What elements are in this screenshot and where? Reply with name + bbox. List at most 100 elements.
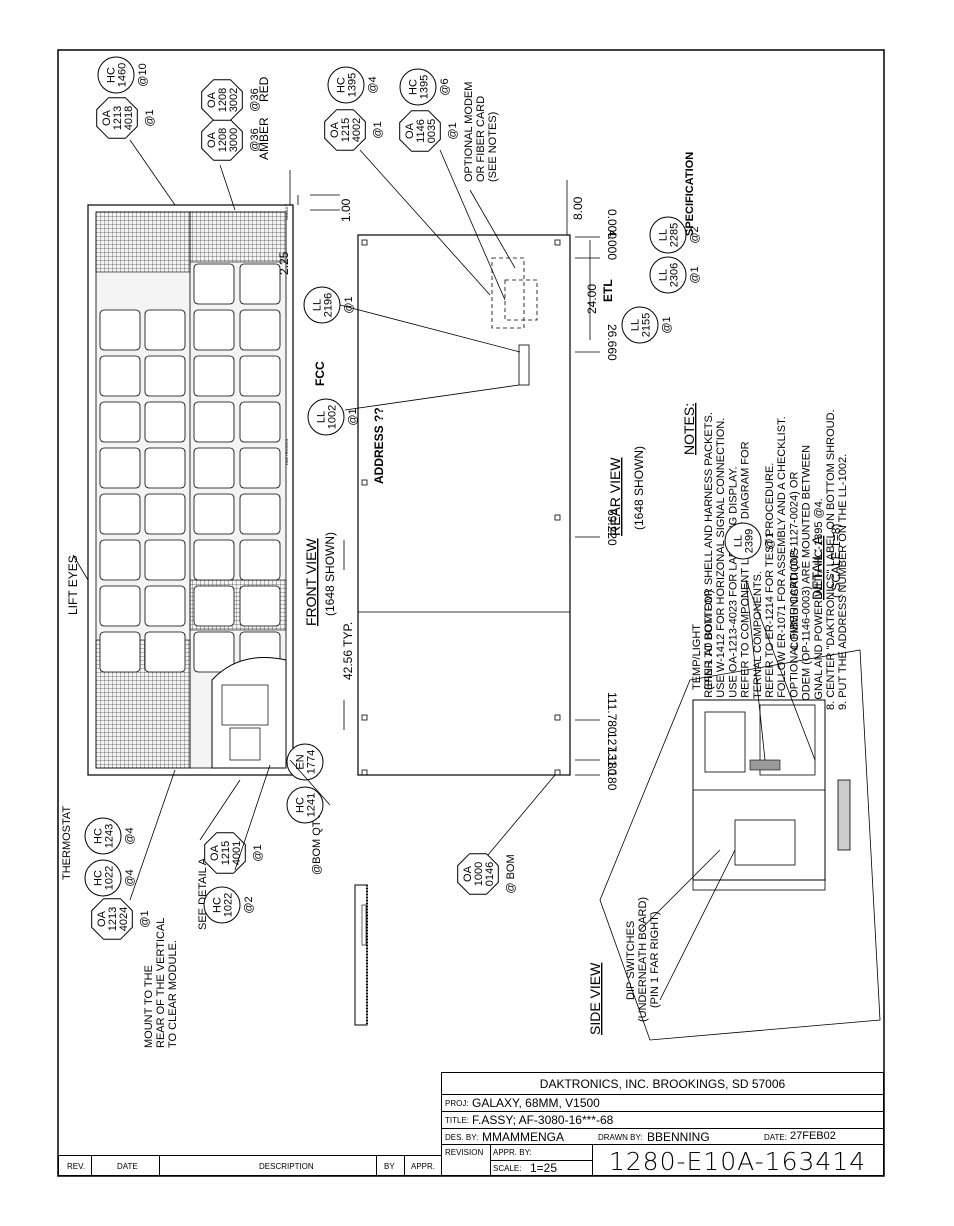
- led-module: [239, 585, 281, 627]
- see-detail-a-label: SEE DETAIL A: [197, 857, 209, 930]
- optional-modem-note: OPTIONAL MODEM OR FIBER CARD (SEE NOTES): [463, 82, 499, 182]
- leader-line: [219, 164, 236, 211]
- leader-line: [745, 579, 816, 761]
- led-module: [193, 493, 235, 535]
- rear-dim-tick-label: 4.000: [605, 230, 619, 260]
- front-view-title: FRONT VIEW: [303, 538, 319, 626]
- balloon-text: HC: [295, 797, 307, 813]
- revision-cell: REVISION: [442, 1145, 491, 1175]
- temp-light-label: TEMP/LIGHT: [691, 624, 703, 690]
- svg-text:(SEE NOTES): (SEE NOTES): [487, 112, 499, 182]
- dip-switches-label: DIP SWITCHES: [625, 921, 637, 1000]
- etl-label: ETL: [601, 279, 615, 302]
- led-module: [99, 447, 141, 489]
- led-module: [99, 401, 141, 443]
- scale-value: 1=25: [530, 1161, 558, 1175]
- svg-text:MOUNT TO THE: MOUNT TO THE: [143, 965, 155, 1048]
- balloon-qty: @4: [367, 76, 379, 93]
- leader-line: [745, 579, 766, 761]
- daktronics-tag: DAKTRONICS: [284, 438, 289, 465]
- balloon-qty: @2: [243, 896, 255, 913]
- appr-label: APPR. BY:: [493, 1148, 532, 1157]
- leader-line: [659, 849, 736, 1001]
- balloon-text: OA: [462, 865, 474, 882]
- balloon-text: HC: [106, 67, 118, 83]
- balloon-text: 0146: [484, 862, 496, 886]
- title-block: DAKTRONICS, INC. BROOKINGS, SD 57006 PRO…: [441, 1072, 884, 1176]
- fcc-label: FCC: [313, 361, 327, 386]
- note-line: 2. USE W-1412 FOR HORIZONAL SIGNAL CONNE…: [715, 418, 727, 710]
- balloon-text: 1215: [220, 841, 232, 865]
- dim-800: 8.00: [571, 196, 585, 220]
- balloon-text: 2399: [744, 529, 756, 553]
- note-line: 4. REFER TO COMPONENT LAYOUT DIAGRAM FOR: [740, 441, 752, 710]
- rev-appr-header: APPR.: [411, 1162, 436, 1171]
- balloon-text: 3000: [228, 128, 240, 152]
- lift-eyes-label: LIFT EYES: [66, 555, 80, 615]
- front-dim-label: 42.56 TYP.: [341, 622, 355, 680]
- module-grid: [99, 263, 281, 673]
- led-module: [193, 309, 235, 351]
- balloon-text: 1022: [104, 866, 116, 890]
- balloon-text: HC: [336, 77, 348, 93]
- led-module: [193, 263, 235, 305]
- galaxy-tag: GALAXY: [284, 204, 289, 220]
- balloon-text: OA: [209, 844, 221, 861]
- balloon-qty: @1: [252, 844, 264, 861]
- rear-view-title: REAR VIEW: [607, 457, 623, 536]
- des-label: DES. BY:: [445, 1133, 479, 1142]
- balloon-text: 1022: [223, 893, 235, 917]
- balloon-text: 1395: [347, 73, 359, 97]
- balloon-qty: @1: [347, 408, 359, 425]
- svg-text:(UNDERNEATH BOARD): (UNDERNEATH BOARD): [637, 897, 649, 1022]
- optional-modem-outline: [491, 257, 525, 329]
- svg-text:OR FIBER CARD: OR FIBER CARD: [475, 96, 487, 182]
- proj-value: GALAXY, 68MM, V1500: [472, 1096, 600, 1110]
- led-module: [193, 447, 235, 489]
- note-line: 8. CENTER "DAKTRONICS" LABEL ON BOTTOM S…: [825, 409, 837, 710]
- balloon-text: 2306: [669, 263, 681, 287]
- mount-hole: [554, 239, 561, 246]
- appr-cell: APPR. BY:: [490, 1145, 593, 1161]
- communications-label: COMMUNICATIONS: [789, 548, 801, 650]
- detail-a-title: DETAIL: A: [809, 535, 825, 600]
- led-module: [144, 631, 186, 673]
- rear-view-subtitle: (1648 SHOWN): [632, 446, 646, 530]
- side-view-title: SIDE VIEW: [587, 962, 603, 1035]
- led-module: [144, 355, 186, 397]
- access-panel: [211, 657, 287, 769]
- rear-view: [357, 234, 571, 776]
- title-label: TITLE:: [445, 1116, 470, 1125]
- led-module: [99, 309, 141, 351]
- balloon-text: 4002: [351, 118, 363, 142]
- rear-dim-tick-label: 111.780: [605, 692, 619, 734]
- note-line: 6. FOLLOW ER-1071 FOR ASSEMBLY AND A CHE…: [776, 416, 788, 710]
- leader-line: [439, 149, 506, 301]
- balloon-qty: @2: [689, 226, 701, 243]
- svg-text:REAR OF THE VERTICAL: REAR OF THE VERTICAL: [155, 918, 167, 1048]
- note-line: 9. PUT THE ADDRESS NUMBER ON THE LL-1002…: [837, 454, 849, 710]
- balloon-text: OA: [404, 122, 416, 139]
- balloon-text: 1146: [415, 119, 427, 143]
- rear-dim-tick-label: 69.220: [605, 509, 619, 546]
- specification-label: SPECIFICATION: [684, 152, 696, 236]
- leader-line: [129, 139, 176, 206]
- title-block-proj-row: PROJ: GALAXY, 68MM, V1500: [442, 1095, 883, 1112]
- dim-100: 1.00: [339, 198, 353, 222]
- mount-hole: [361, 479, 368, 486]
- led-module: [193, 539, 235, 581]
- red-label: RED: [257, 76, 271, 102]
- balloon-qty: @1: [447, 122, 459, 139]
- balloon-text: HC: [93, 870, 105, 886]
- led-module: [144, 539, 186, 581]
